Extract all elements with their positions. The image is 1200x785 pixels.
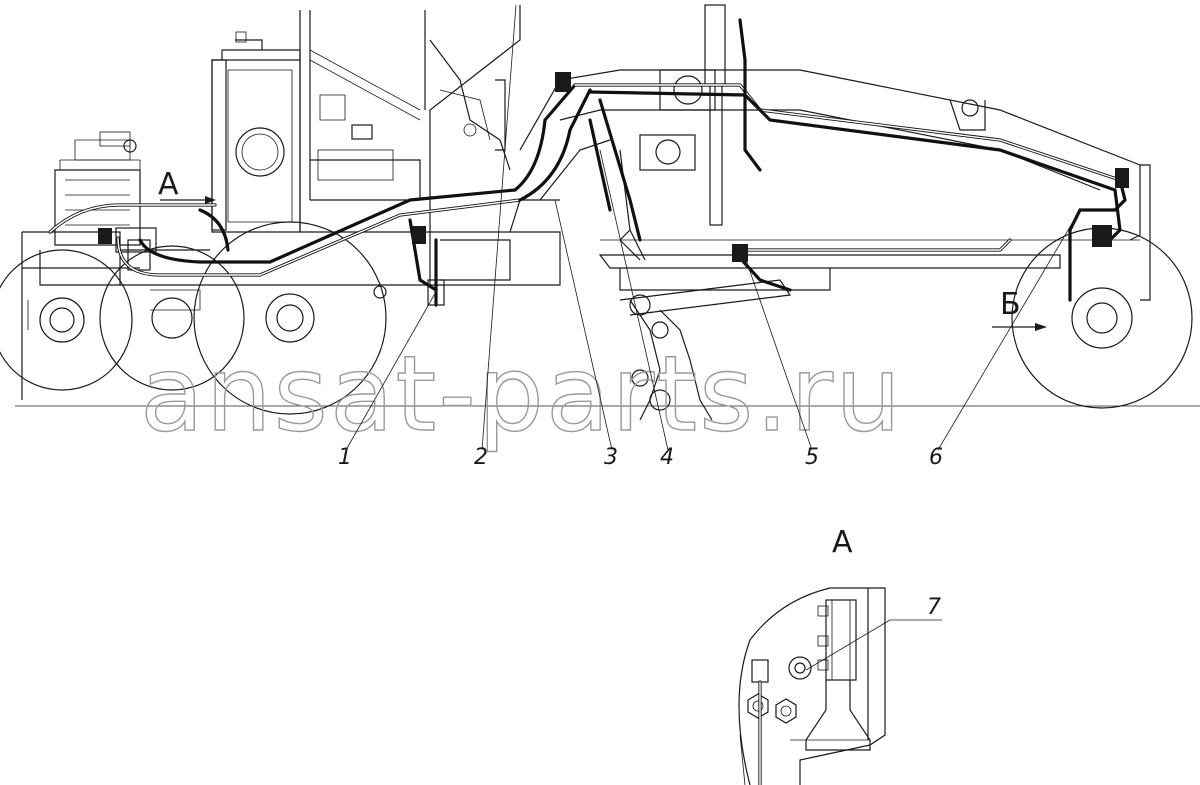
callout-1: 1 xyxy=(338,445,352,470)
view-arrow-b: Б xyxy=(992,287,1047,331)
rear-wheel-2 xyxy=(99,245,245,391)
callout-3: 3 xyxy=(604,445,618,470)
front-frame xyxy=(519,69,1151,301)
rear-wheel-1 xyxy=(0,249,133,391)
view-marker-b-label: Б xyxy=(1000,287,1021,322)
callout-7: 7 xyxy=(927,595,941,620)
detail-view-a xyxy=(738,587,891,785)
leader-lines xyxy=(345,4,1081,451)
view-marker-a-label: А xyxy=(158,167,179,202)
callout-4: 4 xyxy=(660,445,674,470)
watermark: ansat-parts.ru xyxy=(140,333,903,455)
callout-2: 2 xyxy=(474,445,488,470)
operator-cab xyxy=(299,5,521,233)
callout-5: 5 xyxy=(805,445,819,470)
radiator-hood xyxy=(211,31,301,233)
callout-6: 6 xyxy=(929,445,943,470)
engine-compartment xyxy=(21,131,210,400)
detail-view-title: А xyxy=(832,525,853,560)
view-arrow-a: А xyxy=(158,167,216,204)
hose-bundle xyxy=(48,18,1129,307)
